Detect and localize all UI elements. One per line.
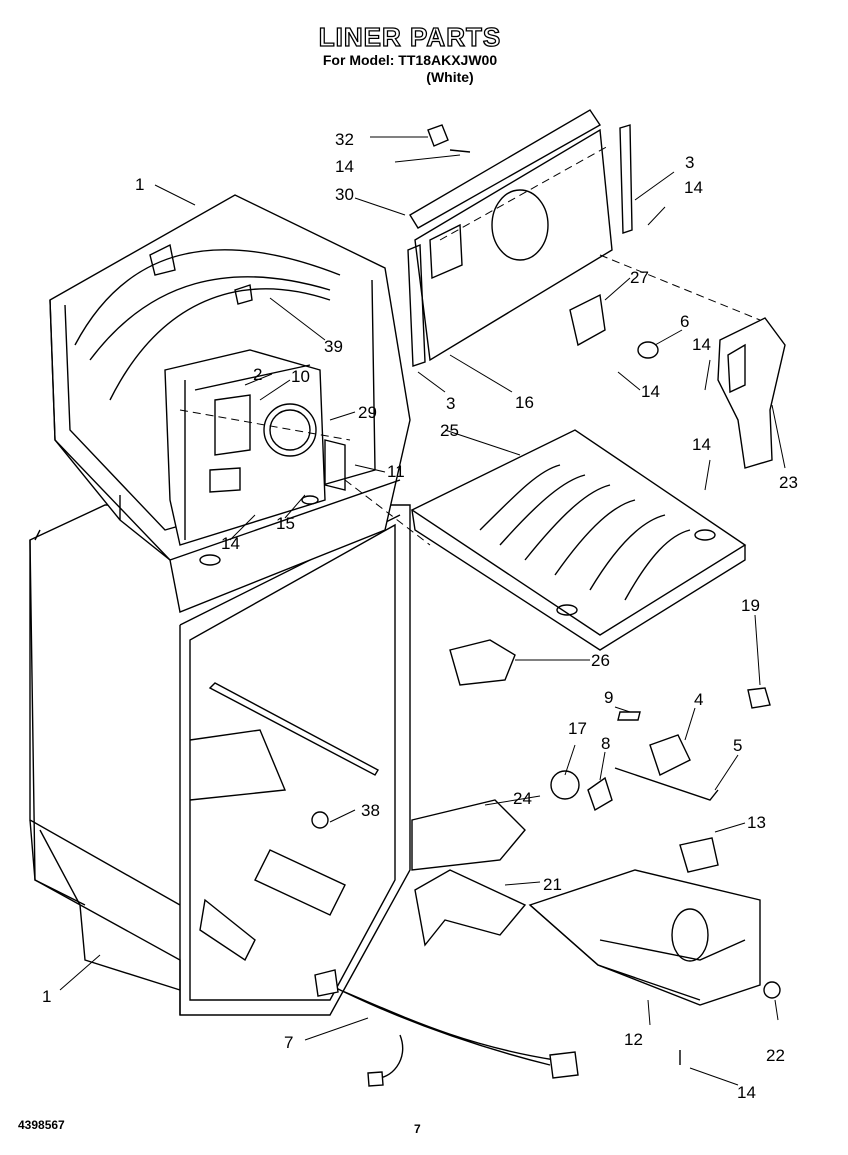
evaporator-cover-panel	[407, 109, 761, 367]
callout-23: 23	[779, 473, 798, 492]
callout-labels: 1 1 2 3 3 4 5 6 7 8 9 10 11 12 13 14 14 …	[42, 130, 798, 1102]
callout-12: 12	[624, 1030, 643, 1049]
callout-21: 21	[543, 875, 562, 894]
callout-17: 17	[568, 719, 587, 738]
callout-14: 14	[335, 157, 354, 176]
part-19	[747, 687, 771, 709]
callout-14: 14	[692, 435, 711, 454]
callout-11: 11	[387, 462, 405, 481]
callout-leaders	[59, 136, 786, 1086]
part-4	[649, 734, 691, 776]
callout-8: 8	[601, 734, 610, 753]
part-5	[614, 767, 719, 801]
freezer-shelf	[410, 429, 747, 651]
diagram-title: LINER PARTS	[318, 21, 502, 52]
callout-15: 15	[276, 514, 295, 533]
callout-10: 10	[291, 367, 310, 386]
callout-25: 25	[440, 421, 459, 440]
callout-32: 32	[335, 130, 354, 149]
callout-3: 3	[685, 153, 694, 172]
callout-3: 3	[446, 394, 455, 413]
callout-14: 14	[692, 335, 711, 354]
part-38	[311, 811, 329, 829]
part-21	[414, 869, 527, 947]
part-26	[449, 639, 516, 686]
screw-top	[449, 149, 471, 153]
page-number: 7	[414, 1122, 421, 1136]
callout-1: 1	[135, 175, 144, 194]
part-8	[587, 776, 613, 812]
part-24	[411, 799, 526, 871]
callout-14: 14	[221, 534, 240, 553]
callout-30: 30	[335, 185, 354, 204]
callout-22: 22	[766, 1046, 785, 1065]
callout-13: 13	[747, 813, 766, 832]
callout-4: 4	[694, 690, 703, 709]
light-housing	[717, 317, 786, 469]
part-32	[427, 124, 449, 147]
callout-24: 24	[513, 789, 532, 808]
document-number: 4398567	[18, 1118, 65, 1132]
fresh-food-liner	[29, 504, 411, 1016]
small-parts	[311, 124, 781, 1087]
callout-19: 19	[741, 596, 760, 615]
callout-27: 27	[630, 268, 649, 287]
callout-38: 38	[361, 801, 380, 820]
model-line: For Model: TT18AKXJW00	[322, 52, 498, 68]
callout-6: 6	[680, 312, 689, 331]
callout-5: 5	[733, 736, 742, 755]
color-line: (White)	[426, 69, 474, 85]
part-9	[617, 711, 641, 721]
callout-14: 14	[684, 178, 703, 197]
freezer-liner	[49, 194, 431, 613]
callout-9: 9	[604, 688, 613, 707]
callout-26: 26	[591, 651, 610, 670]
callout-39: 39	[324, 337, 343, 356]
callout-7: 7	[284, 1033, 293, 1052]
callout-16: 16	[515, 393, 534, 412]
callout-2: 2	[253, 365, 262, 384]
part-17	[550, 770, 580, 800]
callout-1: 1	[42, 987, 51, 1006]
part-13	[679, 837, 719, 873]
callout-14: 14	[737, 1083, 756, 1102]
callout-14: 14	[641, 382, 660, 401]
callout-29: 29	[358, 403, 377, 422]
